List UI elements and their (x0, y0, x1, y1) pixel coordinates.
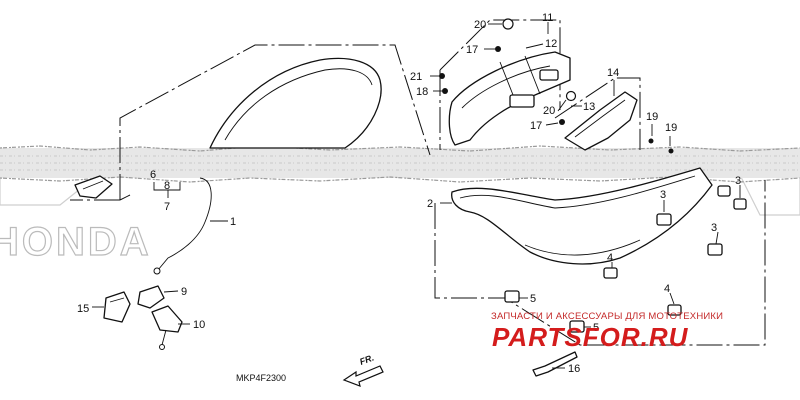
callout-5-b: 5 (593, 322, 599, 334)
callout-7: 7 (164, 201, 170, 213)
callout-8: 8 (164, 180, 170, 192)
callout-2: 2 (427, 198, 433, 210)
callout-9: 9 (181, 286, 187, 298)
honda-watermark: HONDA (0, 220, 152, 264)
diagram-code: MKP4F2300 (236, 373, 286, 383)
seat-cowl-bracket (564, 91, 638, 151)
callout-13: 13 (583, 101, 595, 113)
callout-4-b: 4 (664, 283, 670, 295)
torn-band (0, 145, 800, 183)
callout-17-a: 17 (466, 44, 478, 56)
callout-3-c: 3 (735, 175, 741, 187)
callout-11: 11 (542, 12, 553, 24)
callout-20-b: 20 (543, 105, 555, 117)
callout-5-a: 5 (530, 293, 536, 305)
seat-lock-parts (103, 285, 183, 350)
rubber-strip (532, 351, 578, 377)
cable-end (153, 267, 161, 275)
callout-12: 12 (545, 38, 557, 50)
rear-seat-frame-lower (70, 194, 131, 201)
shop-tagline: ЗАПЧАСТИ И АКСЕССУАРЫ ДЛЯ МОТОТЕХНИКИ (491, 311, 723, 322)
callout-15: 15 (77, 303, 89, 315)
callout-20-a: 20 (474, 19, 486, 31)
callout-10: 10 (193, 319, 205, 331)
callout-19-a: 19 (646, 111, 658, 123)
grab-rail (448, 51, 571, 146)
cowl-frame (554, 77, 641, 150)
seat-lock-cable (157, 177, 212, 271)
rear-seat-hooks (74, 175, 113, 199)
callout-19-b: 19 (665, 122, 677, 134)
rear-seat (209, 57, 382, 149)
callout-18: 18 (416, 86, 428, 98)
leader-lines (92, 22, 741, 369)
callout-3-b: 3 (711, 222, 717, 234)
callout-1: 1 (230, 216, 236, 228)
shop-logo: PARTSFOR.RU (492, 322, 689, 352)
callout-14: 14 (607, 67, 619, 79)
front-direction-label: FR. (358, 353, 375, 367)
front-direction-arrow (342, 365, 384, 387)
rear-seat-frame (119, 44, 431, 200)
callout-17-b: 17 (530, 120, 542, 132)
callout-21: 21 (410, 71, 422, 83)
callout-3-a: 3 (660, 189, 666, 201)
callout-4-a: 4 (607, 252, 613, 264)
callout-numbers: 1 2 3 3 3 4 4 5 5 6 7 8 9 10 11 12 13 14… (77, 12, 741, 375)
main-seat-frame (434, 180, 766, 346)
main-seat (451, 167, 713, 265)
callout-16: 16 (568, 363, 580, 375)
hardware (439, 18, 747, 333)
callout-6: 6 (150, 169, 156, 181)
